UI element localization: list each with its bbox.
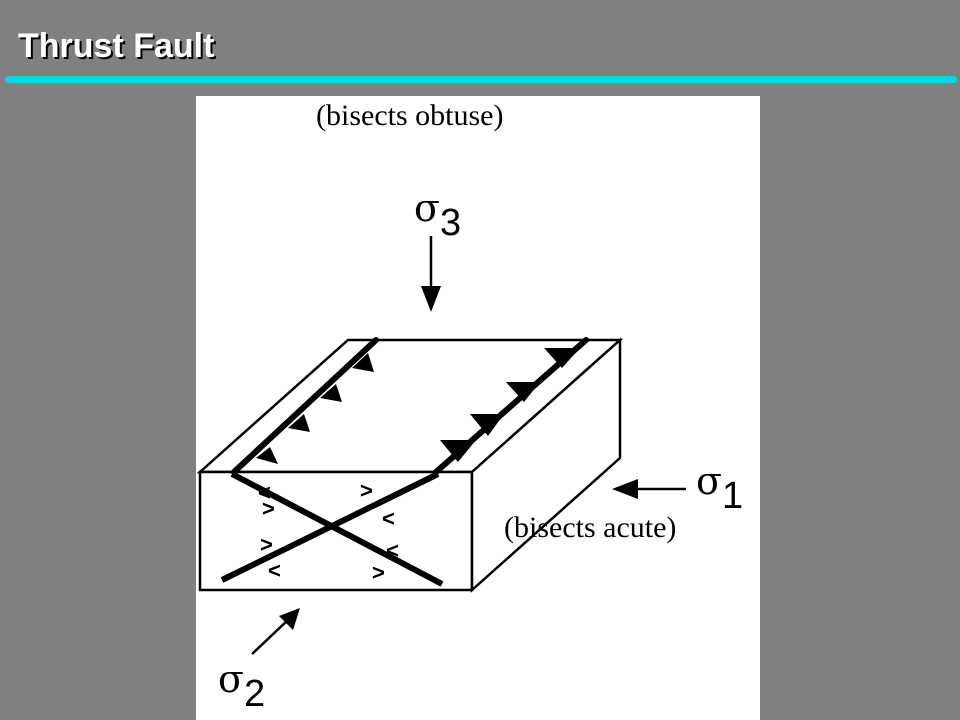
svg-text:σ1: σ1 (696, 459, 743, 517)
shear-mark: < (258, 480, 271, 505)
svg-text:σ3: σ3 (414, 186, 461, 244)
shear-sense-arrows: < > < > > < < > (258, 478, 399, 585)
fault-trace-left (231, 337, 379, 475)
fault-trace-right (433, 337, 589, 475)
thrust-fault-block-diagram: (bisects obtuse) σ3 (196, 99, 743, 715)
shear-mark: > (262, 496, 275, 521)
shear-mark: < (386, 538, 399, 563)
shear-mark: > (260, 532, 273, 557)
sigma2-up-right-arrow (251, 608, 300, 655)
sigma2-label: σ2 (218, 657, 265, 715)
fault-trace-front-1 (230, 471, 444, 587)
sigma3-label: σ3 (414, 186, 461, 244)
label-bisects-acute: (bisects acute) (504, 511, 676, 544)
fault-trace-front-2 (220, 471, 440, 583)
sigma1-label: σ1 (696, 459, 743, 517)
shear-mark: < (382, 506, 395, 531)
title-underline (5, 76, 957, 83)
sigma1-left-arrow (612, 479, 686, 499)
slide-title: Thrust Fault (18, 27, 215, 65)
sigma3-down-arrow (421, 236, 441, 312)
figure-panel: (bisects obtuse) σ3 (196, 96, 760, 720)
shear-mark: < (268, 558, 281, 583)
label-bisects-obtuse: (bisects obtuse) (316, 99, 503, 132)
shear-mark: > (360, 478, 373, 503)
shear-mark: > (372, 560, 385, 585)
svg-text:σ2: σ2 (218, 657, 265, 715)
block-side-face (470, 337, 622, 593)
